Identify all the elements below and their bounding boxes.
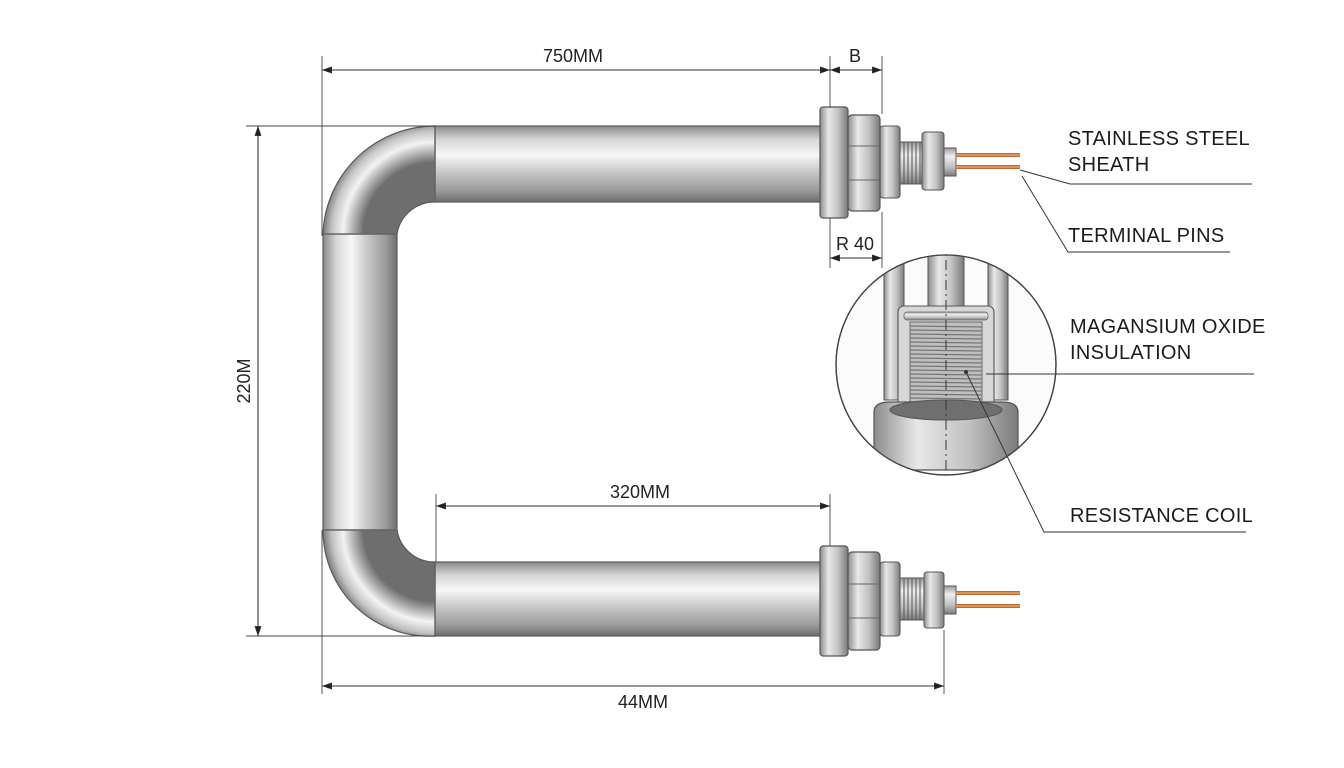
top-tube-segment (434, 125, 823, 203)
coil-winding (909, 369, 983, 372)
callout-sheath-line1: STAINLESS STEEL (1068, 128, 1250, 150)
bottom-tube-segment (434, 561, 823, 637)
dim-inner-length: 320MM (610, 482, 670, 502)
top-flange (819, 106, 849, 219)
bottom-flange (819, 545, 849, 657)
coil-winding (909, 389, 983, 392)
coil-winding (909, 397, 983, 400)
bottom-bend (322, 529, 436, 637)
top-bend (322, 125, 436, 235)
dim-height: 220M (234, 358, 254, 403)
top-terminal-pin-2 (956, 165, 1020, 169)
callout-resistance-coil: RESISTANCE COIL (1070, 505, 1253, 527)
bottom-threaded-stud (899, 577, 927, 621)
callout-sheath-line2: SHEATH (1068, 154, 1149, 176)
coil-winding (909, 349, 983, 352)
cross-section-detail (835, 254, 1057, 476)
coil-winding (909, 357, 983, 360)
top-terminal-pin-1 (956, 153, 1020, 157)
callout-insulation-line1: MAGANSIUM OXIDE (1070, 316, 1266, 338)
top-hex-nut (847, 114, 881, 212)
dim-overall-length: 44MM (618, 692, 668, 712)
u-tube (322, 125, 823, 637)
bottom-terminal-pin-1 (956, 591, 1020, 595)
callout-terminal-pins: TERMINAL PINS (1068, 225, 1225, 247)
callout-insulation-line2: INSULATION (1070, 342, 1192, 364)
top-terminal-assembly (819, 106, 1020, 219)
bottom-terminal-assembly (819, 545, 1020, 657)
coil-winding (909, 329, 983, 332)
coil-winding (909, 377, 983, 380)
bottom-hex-nut (847, 551, 881, 651)
bottom-terminal-pin-2 (956, 604, 1020, 608)
top-threaded-stud (899, 141, 925, 185)
dim-radius: R 40 (836, 234, 874, 254)
dimensions: 750MM B R 40 220M 320MM 44MM (234, 46, 945, 712)
dim-top-length: 750MM (543, 46, 603, 66)
dim-flange-width: B (849, 46, 861, 66)
coil-winding (909, 337, 983, 340)
vertical-tube-segment (322, 233, 398, 531)
callouts: STAINLESS STEEL SHEATH TERMINAL PINS MAG… (964, 128, 1266, 533)
